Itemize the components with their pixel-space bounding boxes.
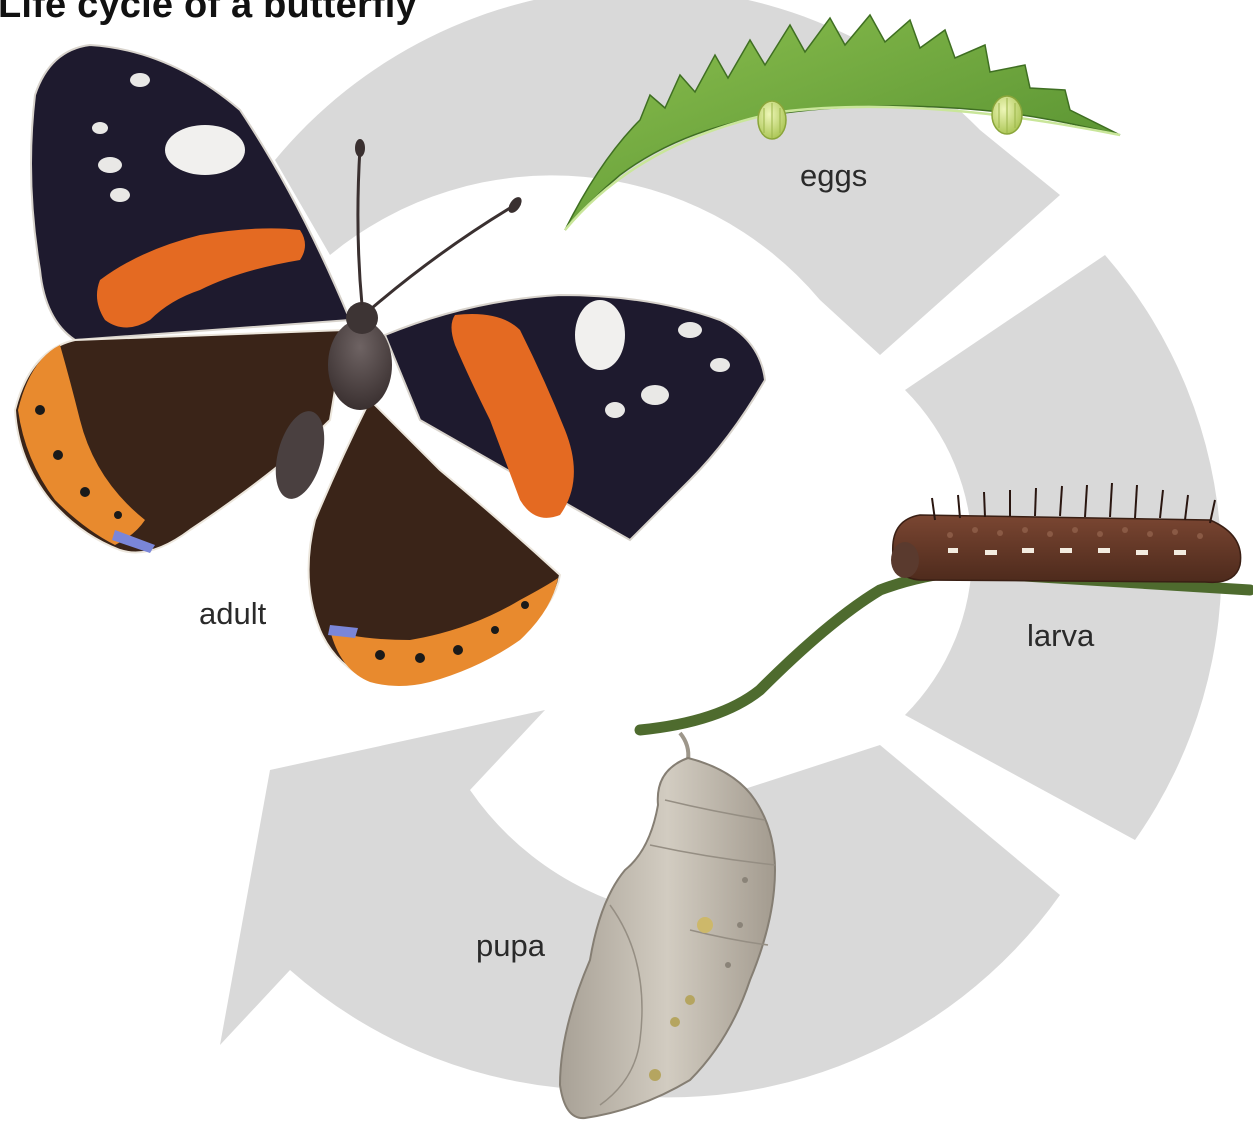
stage-label-adult: adult <box>199 596 266 632</box>
diagram-title: Life cycle of a butterfly <box>0 0 417 27</box>
cycle-arrow-left <box>220 710 610 1090</box>
stage-label-larva: larva <box>1027 618 1094 654</box>
stage-label-pupa: pupa <box>476 928 545 964</box>
stage-label-eggs: eggs <box>800 158 867 194</box>
